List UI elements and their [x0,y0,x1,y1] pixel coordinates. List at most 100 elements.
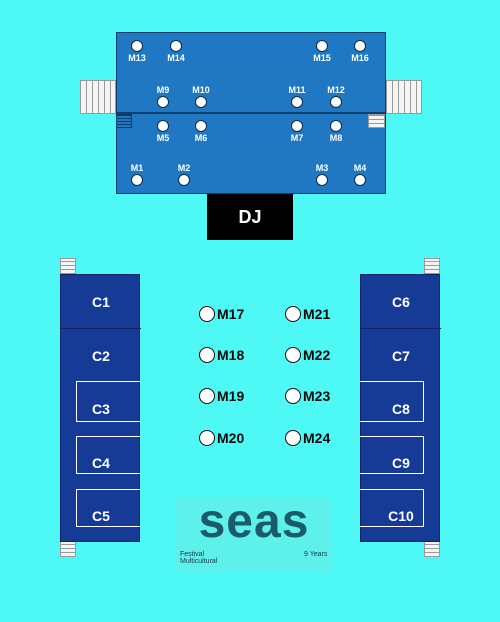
table-label: M10 [192,85,210,95]
table-dot [195,96,207,108]
table-m20[interactable]: M20 [199,430,244,446]
booth-label: C3 [92,401,110,417]
table-label: M8 [329,133,343,143]
table-label: M23 [303,388,331,404]
table-label: M21 [303,306,331,322]
table-dot [330,96,342,108]
table-m14[interactable]: M14 [149,40,203,63]
table-dot [131,40,143,52]
dj-booth[interactable]: DJ [207,194,293,240]
table-m6[interactable]: M6 [174,120,228,143]
table-dot [195,120,207,132]
booth-stairs-right-bottom [424,541,440,557]
table-m19[interactable]: M19 [199,388,244,404]
table-m22[interactable]: M22 [285,347,330,363]
table-dot [285,306,301,322]
table-m8[interactable]: M8 [309,120,363,143]
booth-label: C2 [92,347,110,364]
table-m2[interactable]: M2 [157,163,211,186]
table-m16[interactable]: M16 [333,40,387,63]
booth-c4[interactable]: C4 [61,436,141,490]
table-label: M15 [313,53,331,63]
booth-c10[interactable]: C10 [361,490,441,542]
table-m10[interactable]: M10 [174,85,228,108]
booth-outline-c9 [360,436,424,474]
booth-column-right: C6 C7 C8 C9 C10 [360,274,441,542]
booth-c9[interactable]: C9 [361,436,441,490]
table-label: M2 [177,163,191,173]
booth-label: C6 [392,293,410,310]
stage-step-right [368,114,385,128]
table-m17[interactable]: M17 [199,306,244,322]
booth-label: C9 [392,455,410,471]
table-dot [285,347,301,363]
logo-years: 9 Years [304,551,328,558]
table-dot [285,430,301,446]
table-dot [170,40,182,52]
booth-stairs-right-top [424,258,440,274]
booth-outline-c8 [360,381,424,422]
table-dot [199,388,215,404]
table-dot [330,120,342,132]
booth-outline-c4 [76,436,140,474]
booth-c8[interactable]: C8 [361,382,441,436]
table-dot [157,96,169,108]
table-label: M12 [327,85,345,95]
table-dot [291,96,303,108]
booth-label: C10 [388,508,414,524]
table-m4[interactable]: M4 [333,163,387,186]
table-label: M24 [303,430,331,446]
booth-c6[interactable]: C6 [361,275,441,328]
booth-stairs-left-top [60,258,76,274]
table-m12[interactable]: M12 [309,85,363,108]
table-label: M17 [217,306,245,322]
table-m13[interactable]: M13 [110,40,164,63]
table-label: M4 [353,163,367,173]
table-label: M11 [288,85,306,95]
table-m3[interactable]: M3 [295,163,349,186]
table-m11[interactable]: M11 [270,85,324,108]
dj-label: DJ [238,206,262,227]
booth-c2[interactable]: C2 [61,328,141,382]
table-dot [316,174,328,186]
booth-label: C7 [392,347,410,364]
table-label: M1 [130,163,144,173]
table-dot [199,306,215,322]
logo-wordmark: seas [198,495,310,548]
table-m18[interactable]: M18 [199,347,244,363]
table-m7[interactable]: M7 [270,120,324,143]
booth-outline-c3 [76,381,140,422]
booth-label: C5 [92,508,110,524]
stage-stairs-right [386,80,422,114]
booth-c1[interactable]: C1 [61,275,141,328]
table-label: M16 [351,53,369,63]
booth-stairs-left-bottom [60,541,76,557]
table-m1[interactable]: M1 [110,163,164,186]
table-label: M6 [194,133,208,143]
table-label: M19 [217,388,245,404]
booth-label: C1 [92,293,110,310]
logo-line-multicultural: Multicultural [180,558,218,565]
table-m23[interactable]: M23 [285,388,330,404]
table-dot [354,174,366,186]
booth-c5[interactable]: C5 [61,490,141,542]
table-label: M13 [128,53,146,63]
table-dot [354,40,366,52]
table-label: M14 [167,53,185,63]
booth-c7[interactable]: C7 [361,328,441,382]
table-m9[interactable]: M9 [136,85,190,108]
booth-c3[interactable]: C3 [61,382,141,436]
booth-label: C4 [92,455,110,471]
table-m5[interactable]: M5 [136,120,190,143]
table-m15[interactable]: M15 [295,40,349,63]
logo-line-festival: Festival [180,551,205,558]
table-m21[interactable]: M21 [285,306,330,322]
table-label: M22 [303,347,331,363]
table-label: M3 [315,163,329,173]
table-label: M18 [217,347,245,363]
table-label: M5 [156,133,170,143]
table-dot [199,430,215,446]
stage-stairs-left [80,80,116,114]
table-m24[interactable]: M24 [285,430,330,446]
booth-outline-c5 [76,489,140,527]
